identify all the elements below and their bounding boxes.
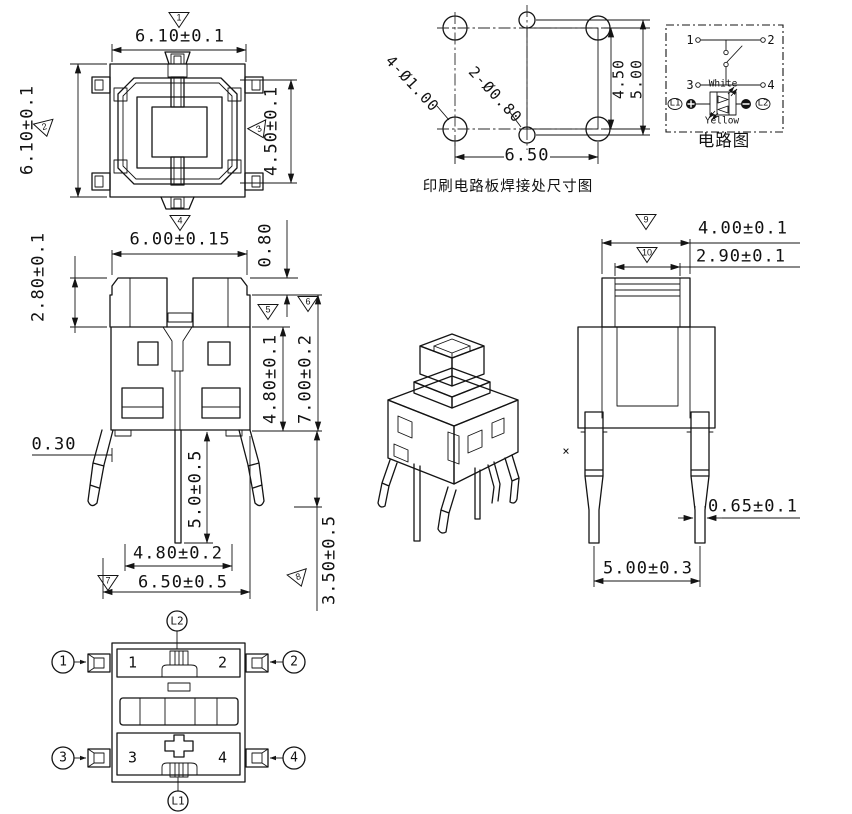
callout-3: 3 (59, 750, 67, 766)
circuit-caption: 电路图 (697, 130, 751, 150)
dim-cap-width: 6.00±0.15 (129, 229, 231, 250)
rev-flag-2: 2 (32, 118, 57, 140)
side-view-geometry (577, 239, 800, 587)
rev-flag-8: 8 (286, 568, 312, 591)
circuit-led-l1: L1 (669, 98, 681, 109)
callout-2: 2 (290, 654, 298, 670)
bottom-pin-3: 3 (127, 748, 139, 767)
pcb-caption: 印刷电路板焊接处尺寸图 (422, 178, 594, 195)
dim-total-height: 7.00±0.2 (295, 334, 316, 424)
dim-leg-length: 3.50±0.5 (319, 515, 340, 605)
callout-4: 4 (290, 750, 298, 766)
rev-flag-7: 7 (97, 575, 119, 592)
circuit-pin-4: 4 (767, 78, 775, 92)
isometric-view-geometry (377, 333, 520, 542)
dim-top-width: 6.10±0.1 (135, 26, 225, 47)
dim-stem-inner: 2.90±0.1 (696, 246, 786, 267)
rev-flag-6: 6 (297, 296, 319, 313)
bottom-pin-2: 2 (217, 653, 229, 672)
circuit-pin-2: 2 (767, 33, 775, 47)
dim-step: 0.80 (255, 222, 276, 268)
led-terminal-l2: L2 (170, 614, 184, 628)
dim-pin-spacing: 4.80±0.2 (133, 543, 223, 564)
dim-pcb-width: 6.50 (504, 145, 550, 166)
top-view-geometry (70, 44, 297, 210)
dim-cap-height: 2.80±0.1 (28, 232, 49, 322)
led-terminal-l1: L1 (171, 794, 185, 808)
bottom-pin-1: 1 (127, 653, 139, 672)
dim-leg-offset: 0.30 (31, 434, 77, 455)
callout-1: 1 (59, 654, 67, 670)
dim-pcb-pitch-outer: 5.00 (627, 58, 646, 100)
circuit-diagram-geometry (665, 24, 784, 133)
front-view-geometry (32, 220, 322, 611)
rev-flag-10: 10 (636, 247, 658, 264)
dim-stem-width: 4.00±0.1 (698, 218, 788, 239)
dim-base-width: 6.50±0.5 (138, 572, 228, 593)
circuit-led-l2: L2 (757, 98, 769, 109)
label-yellow-led: Yellow (704, 115, 740, 127)
dim-led-pin-length: 5.0±0.5 (185, 449, 206, 529)
center-mark: × (562, 444, 570, 458)
bottom-view-geometry (51, 610, 306, 812)
dim-pcb-pitch-inner: 4.50 (609, 58, 628, 100)
pcb-layout-geometry (436, 5, 650, 164)
rev-flag-9: 9 (635, 214, 657, 231)
dim-body-height: 4.80±0.1 (260, 334, 281, 424)
dim-side-pin-spacing: 5.00±0.3 (603, 558, 693, 579)
dim-pin-width: 0.65±0.1 (708, 496, 798, 517)
rev-flag-3: 3 (246, 119, 273, 144)
label-white-led: White (708, 78, 738, 90)
rev-flag-5: 5 (257, 304, 279, 321)
circuit-pin-1: 1 (686, 33, 694, 47)
rev-flag-1: 1 (168, 12, 190, 29)
rev-flag-4: 4 (169, 215, 191, 232)
bottom-pin-4: 4 (217, 748, 229, 767)
circuit-pin-3: 3 (686, 78, 694, 92)
